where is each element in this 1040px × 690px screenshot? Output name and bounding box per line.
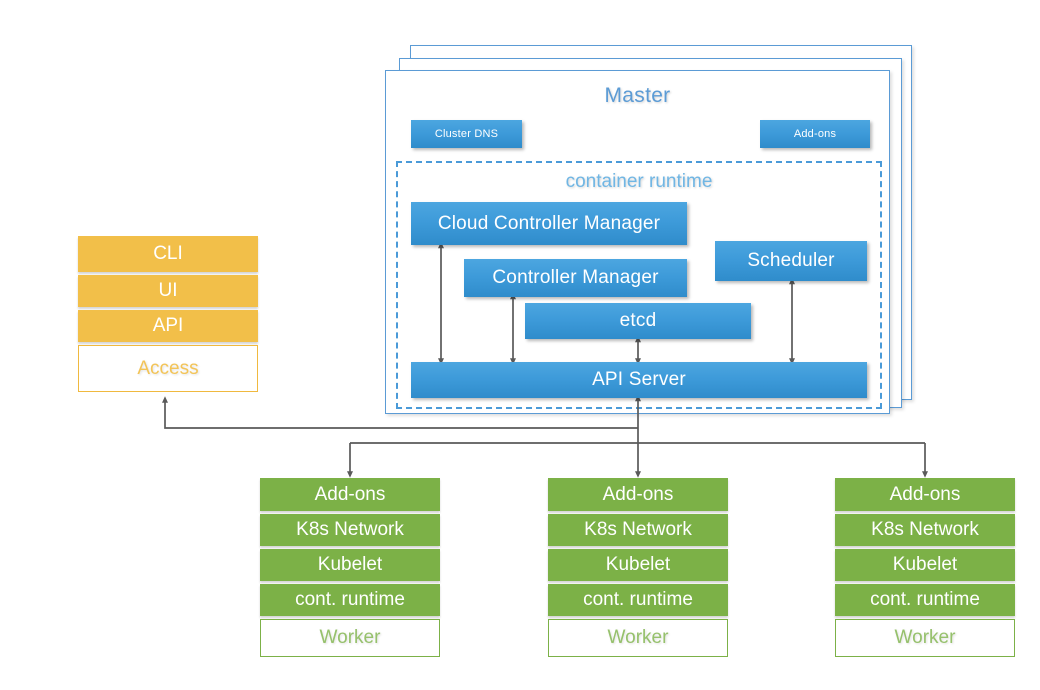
worker-1-layer-add-ons[interactable]: Add-ons: [260, 478, 440, 511]
worker-1-footer: Worker: [260, 619, 440, 657]
worker-2-layer-add-ons[interactable]: Add-ons: [548, 478, 728, 511]
worker-2-layer-k8s-network[interactable]: K8s Network: [548, 514, 728, 546]
worker-3-layer-add-ons[interactable]: Add-ons: [835, 478, 1015, 511]
chip-add-ons[interactable]: Add-ons: [760, 120, 870, 148]
component-api-server[interactable]: API Server: [411, 362, 867, 398]
worker-1-layer-k8s-network[interactable]: K8s Network: [260, 514, 440, 546]
worker-3-layer-k8s-network[interactable]: K8s Network: [835, 514, 1015, 546]
worker-1-layer-kubelet[interactable]: Kubelet: [260, 549, 440, 581]
worker-3-layer-kubelet[interactable]: Kubelet: [835, 549, 1015, 581]
worker-3-layer-cont-runtime[interactable]: cont. runtime: [835, 584, 1015, 616]
access-layer-cli[interactable]: CLI: [78, 236, 258, 272]
component-controller-manager[interactable]: Controller Manager: [464, 259, 687, 297]
component-etcd[interactable]: etcd: [525, 303, 751, 339]
access-stack: CLI UI API Access: [78, 236, 258, 392]
worker-node-3: Add-ons K8s Network Kubelet cont. runtim…: [835, 478, 1015, 657]
worker-2-layer-kubelet[interactable]: Kubelet: [548, 549, 728, 581]
access-layer-ui[interactable]: UI: [78, 275, 258, 307]
container-runtime-title: container runtime: [565, 171, 713, 192]
worker-3-footer: Worker: [835, 619, 1015, 657]
worker-node-2: Add-ons K8s Network Kubelet cont. runtim…: [548, 478, 728, 657]
worker-1-layer-cont-runtime[interactable]: cont. runtime: [260, 584, 440, 616]
access-layer-api[interactable]: API: [78, 310, 258, 342]
access-footer: Access: [78, 345, 258, 392]
component-cloud-controller-manager[interactable]: Cloud Controller Manager: [411, 202, 687, 245]
component-scheduler[interactable]: Scheduler: [715, 241, 867, 281]
worker-2-footer: Worker: [548, 619, 728, 657]
worker-node-1: Add-ons K8s Network Kubelet cont. runtim…: [260, 478, 440, 657]
chip-cluster-dns[interactable]: Cluster DNS: [411, 120, 522, 148]
master-title: Master: [604, 84, 671, 107]
worker-2-layer-cont-runtime[interactable]: cont. runtime: [548, 584, 728, 616]
